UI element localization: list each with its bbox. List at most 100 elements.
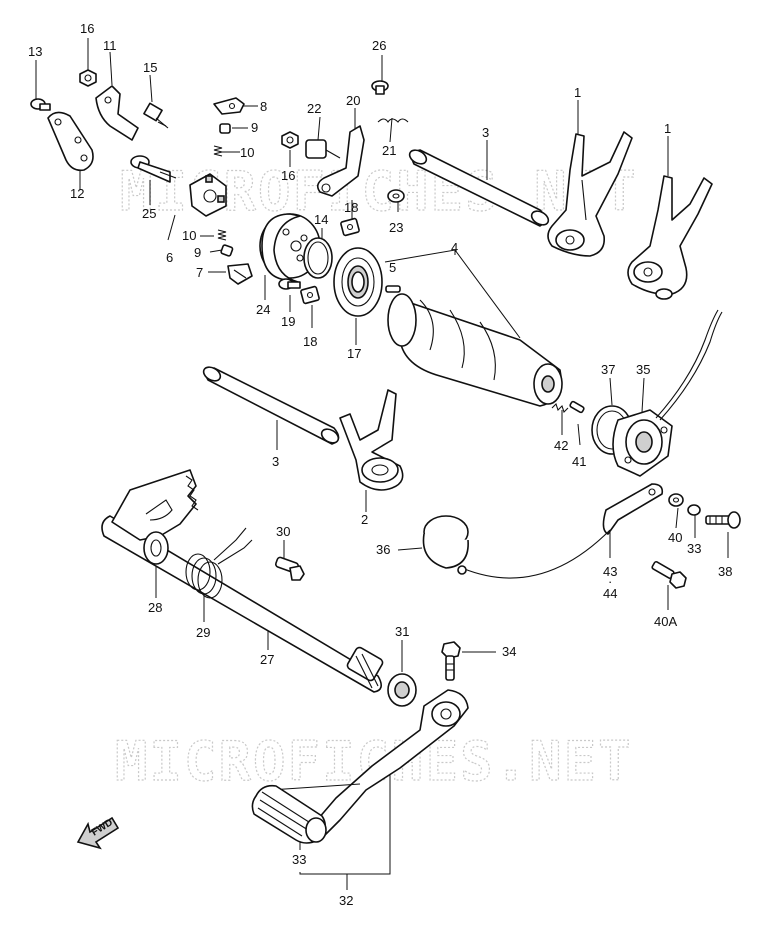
callout-29: 29 [196, 625, 210, 640]
part-26-bolt [371, 80, 389, 95]
part-41-pin [569, 400, 585, 414]
part-36-cap-with-cable [422, 515, 611, 579]
callout-10-top: 10 [240, 145, 254, 160]
part-3-fork-shaft-lower [202, 366, 340, 445]
callout-27: 27 [260, 652, 274, 667]
callout-40: 40 [668, 530, 682, 545]
callout-18-top: 18 [344, 200, 358, 215]
part-9-pin-top [219, 123, 231, 134]
part-38-bolt [705, 511, 741, 529]
callout-4: 4 [451, 240, 458, 255]
callout-1-left: 1 [574, 85, 581, 100]
part-13-screw [30, 98, 51, 111]
part-16-nut [79, 69, 97, 87]
part-43-bracket [602, 483, 664, 535]
callout-13: 13 [28, 44, 42, 59]
callout-3-lower: 3 [272, 454, 279, 469]
part-35-gear-position-switch [612, 309, 723, 477]
part-31-oil-seal [387, 673, 417, 707]
part-4-shift-drum [387, 293, 563, 407]
part-27-gearshift-shaft [101, 515, 384, 693]
callout-8: 8 [260, 99, 267, 114]
part-6-stopper-cam [189, 173, 227, 217]
part-9-pin-lower [220, 244, 234, 257]
part-5-pin [385, 285, 401, 293]
callout-1-right: 1 [664, 121, 671, 136]
callout-24: 24 [256, 302, 270, 317]
part-33-washer-right [687, 504, 701, 516]
callout-31: 31 [395, 624, 409, 639]
callout-12: 12 [70, 186, 84, 201]
part-21-spring [377, 118, 409, 123]
callout-33-right: 33 [687, 541, 701, 556]
callout-14: 14 [314, 212, 328, 227]
fwd-arrow: FWD [76, 816, 120, 850]
part-40-washer [668, 493, 684, 507]
callout-26: 26 [372, 38, 386, 53]
callout-16-top: 16 [80, 21, 94, 36]
part-27-shift-arm [111, 469, 199, 541]
callout-15: 15 [143, 60, 157, 75]
part-19-screw [278, 278, 301, 290]
part-16-nut-middle [281, 131, 299, 149]
callout-40a: 40A [654, 614, 677, 629]
part-12-plate [47, 111, 94, 172]
callout-43: 43 [603, 564, 617, 579]
callout-2: 2 [361, 512, 368, 527]
part-11-bracket [95, 85, 139, 141]
callout-10-lower: 10 [182, 228, 196, 243]
callout-32: 32 [339, 893, 353, 908]
callout-21: 21 [382, 143, 396, 158]
callout-42: 42 [554, 438, 568, 453]
part-42-pin [551, 402, 569, 414]
part-14-o-ring [303, 237, 333, 279]
callout-38: 38 [718, 564, 732, 579]
part-10-spring-top [213, 145, 223, 157]
part-28-collar [143, 531, 169, 565]
part-34-bolt [441, 641, 461, 681]
callout-11: 11 [103, 38, 117, 53]
part-33-rubber-foot [251, 784, 327, 844]
callout-33-lower: 33 [292, 852, 306, 867]
part-3-fork-shaft-upper [408, 149, 550, 227]
part-10-spring-lower [217, 229, 227, 241]
callout-43-dot: · [608, 574, 612, 589]
callout-25: 25 [142, 206, 156, 221]
callout-22: 22 [307, 101, 321, 116]
part-18-plate-upper [340, 217, 360, 237]
part-17-bearing [333, 247, 383, 317]
part-30-stud-bolt [274, 556, 305, 581]
callout-44: 44 [603, 586, 617, 601]
callout-9-lower: 9 [194, 245, 201, 260]
part-22-stud [305, 139, 341, 159]
part-20-arm [316, 125, 365, 197]
callout-9-top: 9 [251, 120, 258, 135]
callout-35: 35 [636, 362, 650, 377]
part-15-stud [143, 102, 169, 129]
callout-3-top: 3 [482, 125, 489, 140]
callout-36: 36 [376, 542, 390, 557]
part-1-fork-right [627, 175, 713, 300]
callout-23: 23 [389, 220, 403, 235]
callout-6: 6 [166, 250, 173, 265]
callout-28: 28 [148, 600, 162, 615]
callout-5: 5 [389, 260, 396, 275]
part-32-gearshift-lever [269, 689, 469, 839]
callout-7: 7 [196, 265, 203, 280]
callout-37: 37 [601, 362, 615, 377]
part-23-washer [387, 189, 405, 203]
part-18-plate-lower [300, 285, 320, 305]
callout-30: 30 [276, 524, 290, 539]
callout-34: 34 [502, 644, 516, 659]
part-1-fork-left [547, 131, 633, 257]
callout-41: 41 [572, 454, 586, 469]
callout-20: 20 [346, 93, 360, 108]
callout-17: 17 [347, 346, 361, 361]
part-8-stopper [213, 97, 245, 115]
part-29-return-spring [185, 527, 253, 599]
callout-18-lower: 18 [303, 334, 317, 349]
callout-labels: 13 16 11 15 12 8 9 10 22 16 26 20 21 23 … [28, 21, 732, 908]
part-2-fork-center [339, 389, 404, 491]
part-7-pawl [227, 263, 253, 285]
